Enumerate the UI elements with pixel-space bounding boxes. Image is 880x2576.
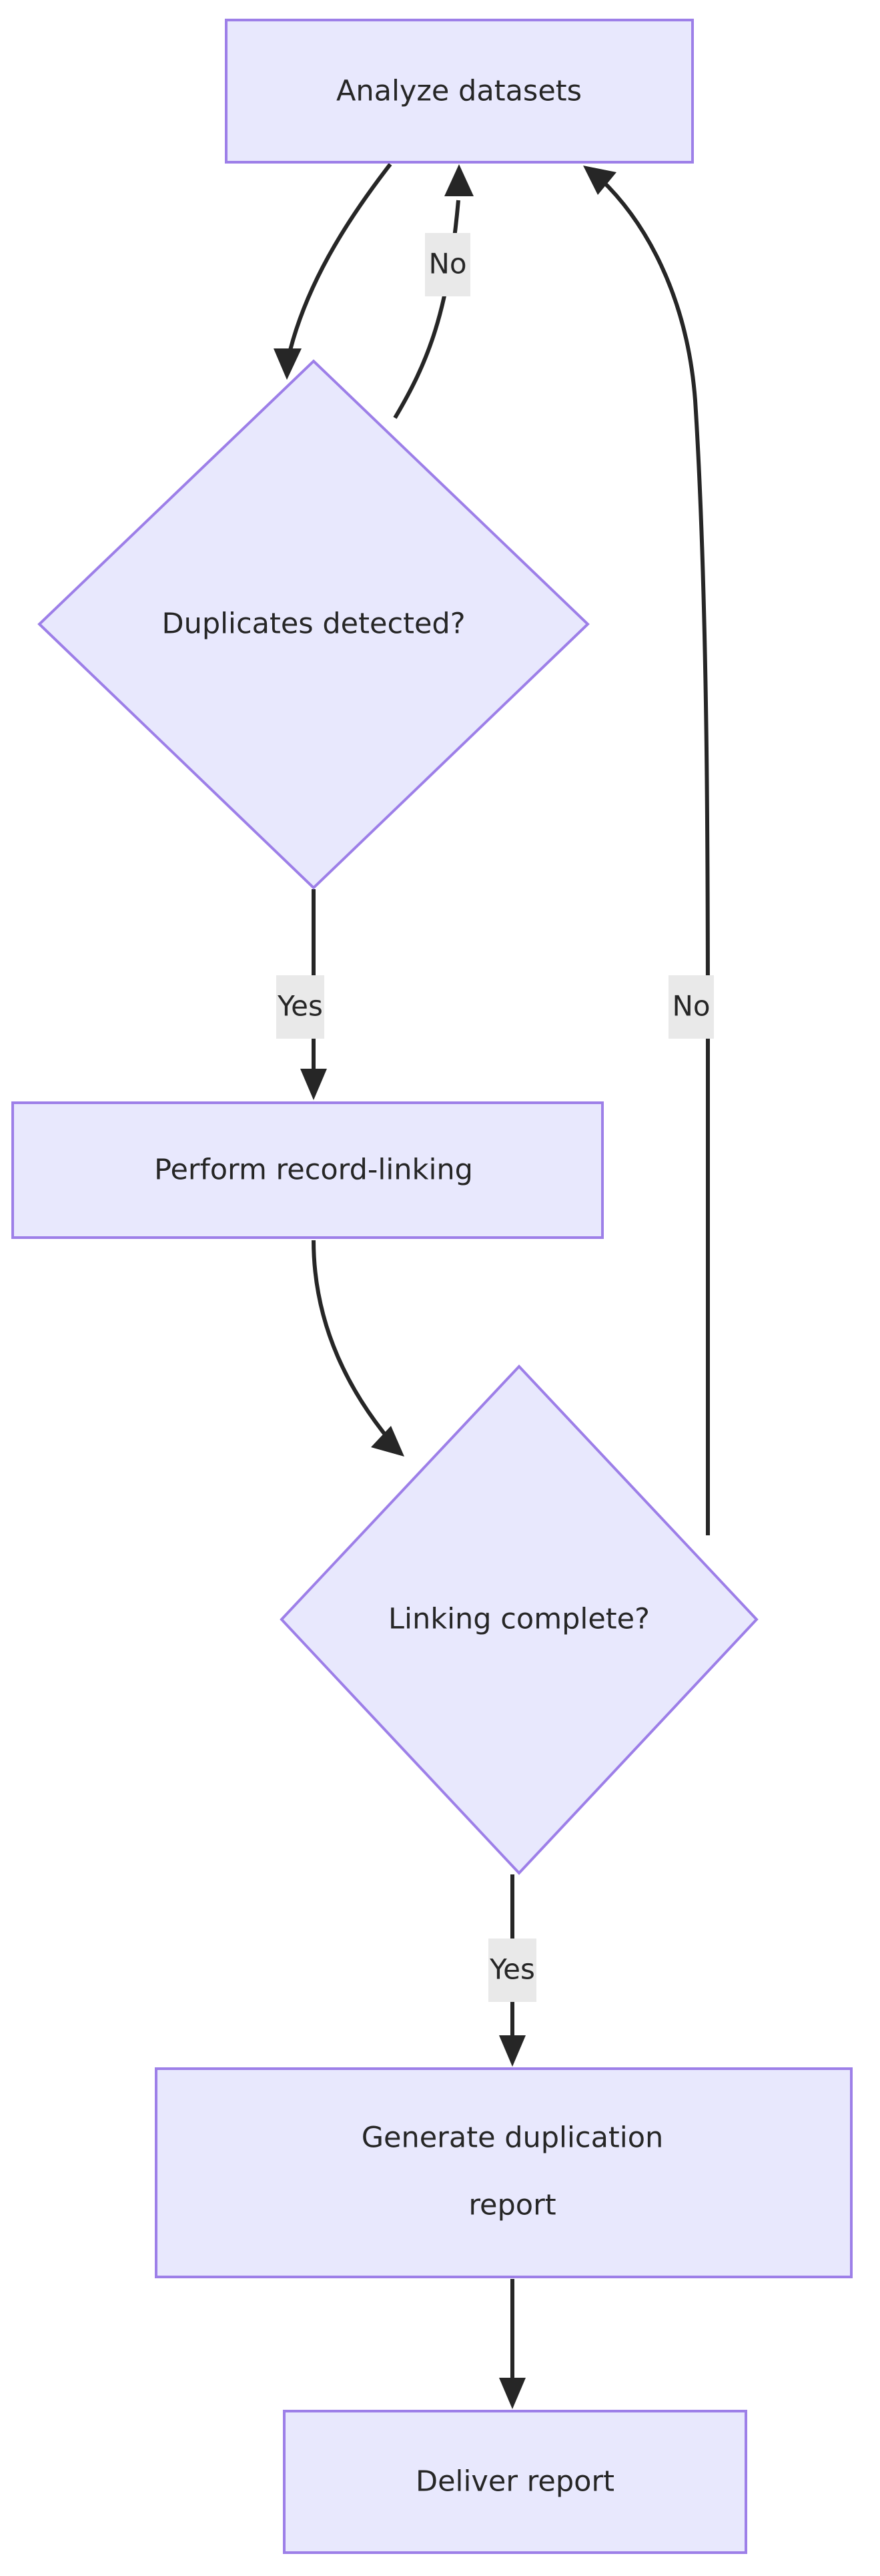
node-label: Analyze datasets bbox=[336, 75, 582, 108]
arrowhead-down-right-icon bbox=[371, 1426, 404, 1457]
edge-label-background bbox=[669, 975, 714, 1039]
edge-label-no-duplicates-to-analyze: No bbox=[425, 233, 470, 296]
edge-analyze-to-duplicates[interactable] bbox=[274, 163, 392, 380]
edge-label-background bbox=[425, 233, 470, 296]
node-rect bbox=[225, 19, 694, 164]
node-layer: Analyze datasets Duplicates detected? Pe… bbox=[11, 19, 853, 2554]
node-label-line2: report bbox=[468, 2189, 556, 2222]
edge-label-background bbox=[488, 1939, 536, 2002]
node-deliver-report[interactable]: Deliver report bbox=[283, 2410, 747, 2554]
edge-linking-to-analyze[interactable] bbox=[583, 166, 711, 1536]
node-label: Linking complete? bbox=[388, 1603, 650, 1636]
node-generate-duplication-report[interactable]: Generate duplication report bbox=[155, 2067, 853, 2278]
edge-path bbox=[285, 163, 392, 364]
arrowhead-up-icon bbox=[444, 164, 474, 196]
node-diamond bbox=[37, 359, 590, 890]
node-rect bbox=[155, 2067, 853, 2278]
edge-path bbox=[312, 1240, 393, 1443]
edge-label-text: No bbox=[672, 990, 710, 1023]
edge-label-yes-linking-to-generate: Yes bbox=[488, 1939, 536, 2002]
node-perform-record-linking[interactable]: Perform record-linking bbox=[11, 1101, 604, 1239]
edge-path bbox=[393, 200, 460, 419]
edge-layer: Analyze datasets --> Perform record-link… bbox=[274, 163, 711, 2409]
edge-label-text: Yes bbox=[277, 990, 323, 1023]
node-rect bbox=[283, 2410, 747, 2554]
edge-label-text: Yes bbox=[489, 1953, 535, 1986]
node-rect bbox=[11, 1101, 604, 1239]
edge-recordlinking-to-linking[interactable] bbox=[312, 1240, 404, 1457]
edge-label-background bbox=[276, 975, 324, 1039]
arrowhead-up-left-icon bbox=[583, 166, 616, 195]
edge-label-no-linking-to-analyze: No bbox=[669, 975, 714, 1039]
arrowhead-down-icon bbox=[499, 2035, 526, 2067]
arrowhead-down-icon bbox=[300, 1069, 327, 1100]
node-label: Perform record-linking bbox=[154, 1153, 473, 1187]
node-label: Deliver report bbox=[416, 2465, 614, 2499]
arrowhead-down-icon bbox=[274, 348, 302, 380]
node-linking-complete[interactable]: Linking complete? bbox=[280, 1364, 759, 1875]
node-analyze-datasets[interactable]: Analyze datasets bbox=[225, 19, 694, 164]
node-label: Duplicates detected? bbox=[161, 607, 465, 641]
edge-label-text: No bbox=[428, 248, 466, 280]
edge-label-layer: No Yes No Yes bbox=[276, 233, 714, 2002]
edge-generate-to-deliver[interactable] bbox=[499, 2279, 526, 2409]
node-duplicates-detected[interactable]: Duplicates detected? bbox=[37, 359, 590, 890]
edge-path bbox=[598, 177, 711, 1536]
node-diamond bbox=[280, 1364, 759, 1875]
edge-label-yes-duplicates-to-recordlinking: Yes bbox=[276, 975, 324, 1039]
arrowhead-down-icon bbox=[499, 2378, 526, 2409]
node-label-line1: Generate duplication bbox=[362, 2121, 664, 2155]
